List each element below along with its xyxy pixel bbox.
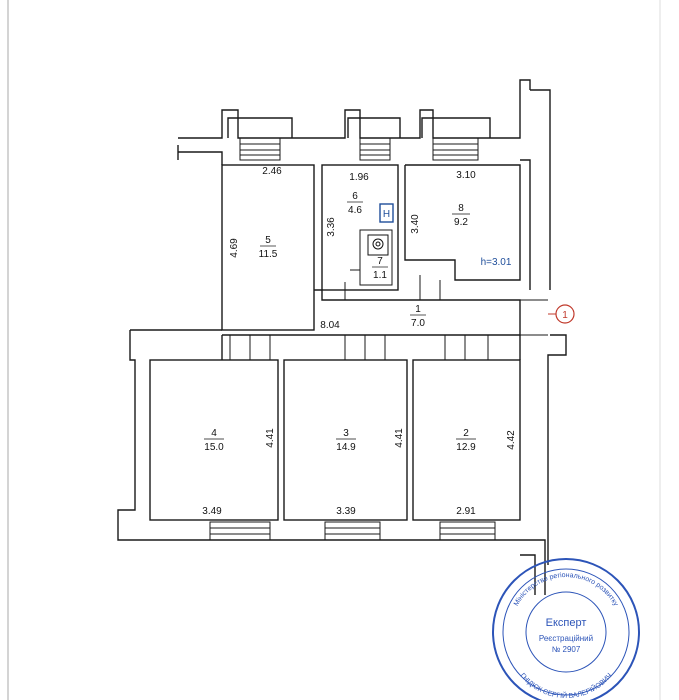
room-3-outline <box>283 359 408 521</box>
room-5-outline <box>221 164 315 331</box>
room-1-number: 1 <box>415 304 421 315</box>
room-3-number: 3 <box>343 428 349 439</box>
stamp-reg-label: Реєстраційний <box>539 634 593 643</box>
heater-symbol: H <box>383 209 390 220</box>
ceiling-height-note: h=3.01 <box>481 257 512 268</box>
room-7-outline <box>359 229 393 286</box>
stamp-center-text: Експерт <box>546 617 587 629</box>
dim-r5-top: 2.46 <box>262 166 282 177</box>
room-2-area: 12.9 <box>456 442 476 453</box>
room-6-outline <box>321 164 399 291</box>
dim-r3-side: 4.41 <box>394 428 405 448</box>
room-5-area: 11.5 <box>259 249 278 260</box>
dim-r6-side: 3.36 <box>326 217 337 237</box>
heater-icon: H <box>379 203 394 223</box>
dim-r2-bottom: 2.91 <box>456 506 476 517</box>
room-outlines <box>149 164 548 521</box>
room-8-area: 9.2 <box>454 217 468 228</box>
room-labels: 5 11.5 6 4.6 7 1.1 8 9.2 1 7.0 4 15.0 3 … <box>204 191 476 453</box>
dim-r4-side: 4.41 <box>265 428 276 448</box>
room-3-area: 14.9 <box>336 442 356 453</box>
room-2-outline <box>412 359 521 521</box>
room-8-number: 8 <box>458 203 464 214</box>
entrance-number: 1 <box>562 310 568 321</box>
dim-r6-top: 1.96 <box>349 172 369 183</box>
dim-corridor: 8.04 <box>320 320 340 331</box>
room-5-number: 5 <box>265 235 271 246</box>
dim-r3-bottom: 3.39 <box>336 506 356 517</box>
room-7-number: 7 <box>377 256 383 267</box>
dimension-labels: 2.46 4.69 1.96 3.36 3.10 3.40 8.04 4.41 … <box>202 166 517 517</box>
room-8-outline <box>404 164 521 281</box>
room-1-outline <box>222 289 521 336</box>
stamp-reg-number: № 2907 <box>552 645 581 654</box>
entrance-marker: 1 <box>548 304 575 324</box>
dim-r2-side: 4.42 <box>506 430 517 450</box>
dim-r5-side: 4.69 <box>229 238 240 258</box>
room-1-area: 7.0 <box>411 318 425 329</box>
stamp-ring-top: Міністерство регіонального розвитку <box>513 571 619 608</box>
room-4-outline <box>149 359 279 521</box>
room-6-number: 6 <box>352 191 358 202</box>
room-6-area: 4.6 <box>348 205 362 216</box>
room-4-number: 4 <box>211 428 217 439</box>
room-7-area: 1.1 <box>373 270 387 281</box>
toilet-icon <box>367 234 389 256</box>
expert-stamp: Експерт Реєстраційний № 2907 Міністерств… <box>492 558 640 700</box>
dim-r8-side: 3.40 <box>410 214 421 234</box>
outer-walls <box>117 79 567 595</box>
svg-text:Міністерство регіонального роз: Міністерство регіонального розвитку <box>513 571 619 608</box>
dim-r4-bottom: 3.49 <box>202 506 222 517</box>
room-2-number: 2 <box>463 428 469 439</box>
dim-r8-top: 3.10 <box>456 170 476 181</box>
room-4-area: 15.0 <box>204 442 224 453</box>
